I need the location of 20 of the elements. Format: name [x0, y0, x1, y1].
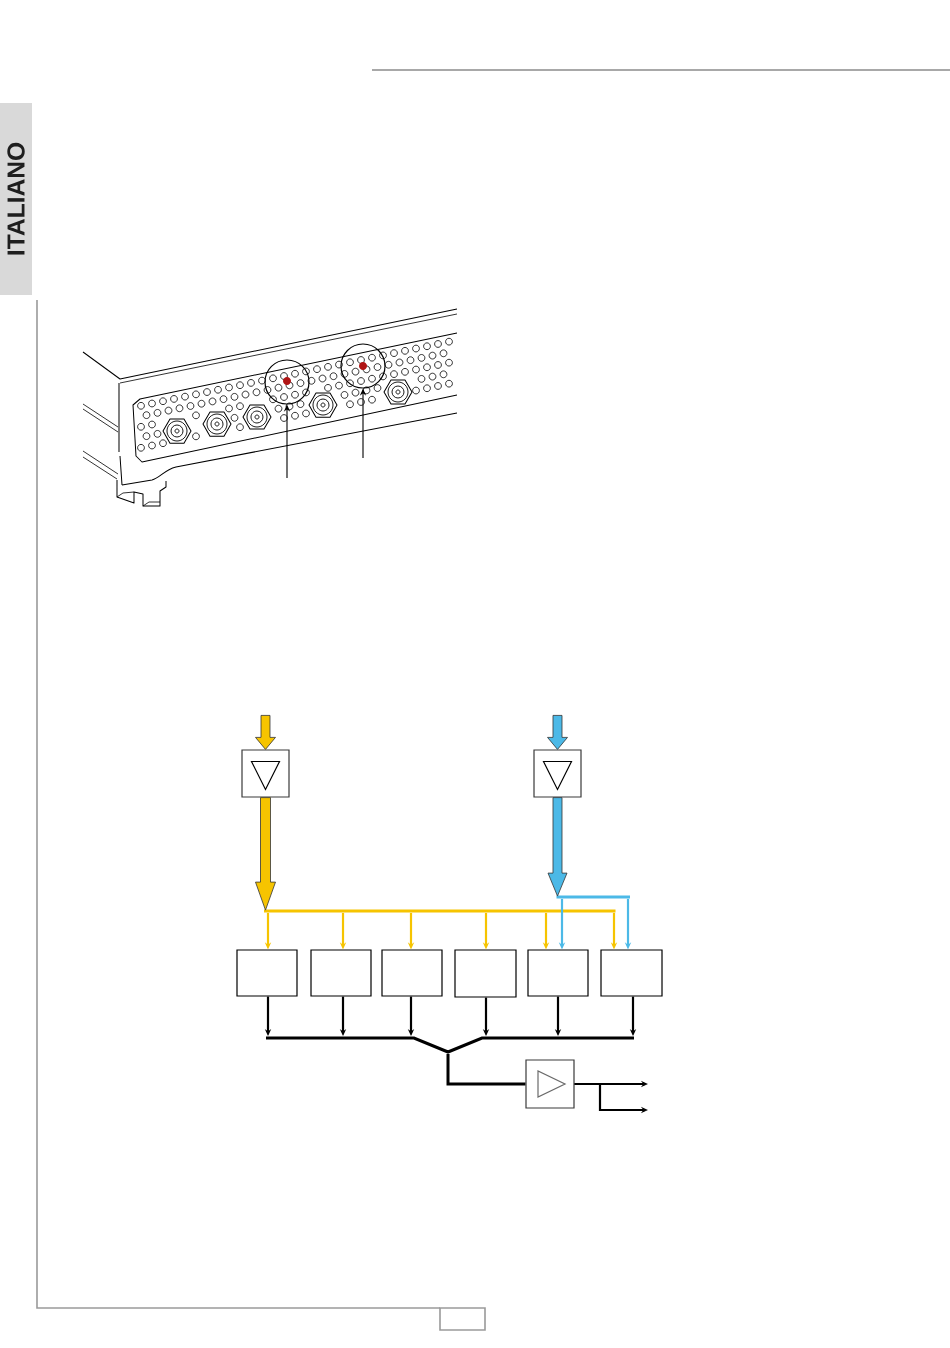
block-arrow: [255, 797, 276, 911]
bus-line: [266, 1036, 634, 1054]
empty-box: [527, 949, 589, 997]
bus-line: [556, 895, 630, 899]
bus-line: [264, 909, 616, 913]
amplifier-box: [241, 749, 290, 798]
highlight-circle: [340, 343, 386, 389]
empty-box: [236, 949, 298, 997]
empty-box: [600, 949, 663, 997]
highlight-circle: [264, 359, 310, 405]
block-arrow: [547, 797, 568, 897]
amplifier-box: [533, 749, 582, 798]
empty-box: [310, 949, 372, 997]
connector-line: [446, 1053, 526, 1086]
empty-box: [381, 949, 443, 997]
block-arrow: [255, 715, 276, 750]
language-tab: ITALIANO: [0, 103, 32, 295]
block-arrow: [547, 715, 568, 750]
empty-box: [454, 949, 517, 998]
amplifier-box: [525, 1059, 575, 1109]
